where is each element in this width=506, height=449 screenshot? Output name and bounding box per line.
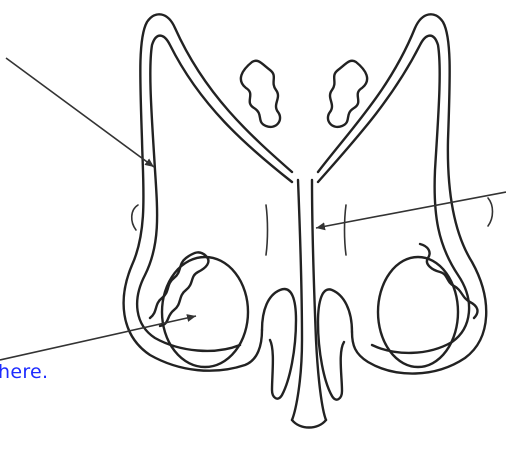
shaft-tip bbox=[292, 420, 326, 428]
right-lower-lobe bbox=[318, 289, 352, 399]
left-lower-lobe bbox=[262, 289, 296, 399]
right-outer-wall bbox=[318, 14, 486, 373]
right-oval bbox=[378, 257, 458, 367]
right-inner-wall bbox=[318, 36, 469, 353]
left-upper-arrow bbox=[6, 58, 154, 167]
right-shaft-line bbox=[345, 205, 347, 255]
left-oval-coil bbox=[150, 252, 208, 326]
left-inner-wall bbox=[137, 36, 292, 351]
left-upper-coil bbox=[241, 61, 280, 127]
left-notch bbox=[132, 205, 138, 230]
caption-text: here. bbox=[0, 361, 48, 383]
center-arrow bbox=[316, 192, 506, 228]
left-shaft-line bbox=[266, 205, 268, 255]
right-notch bbox=[488, 198, 493, 226]
central-shaft-right bbox=[312, 180, 326, 420]
